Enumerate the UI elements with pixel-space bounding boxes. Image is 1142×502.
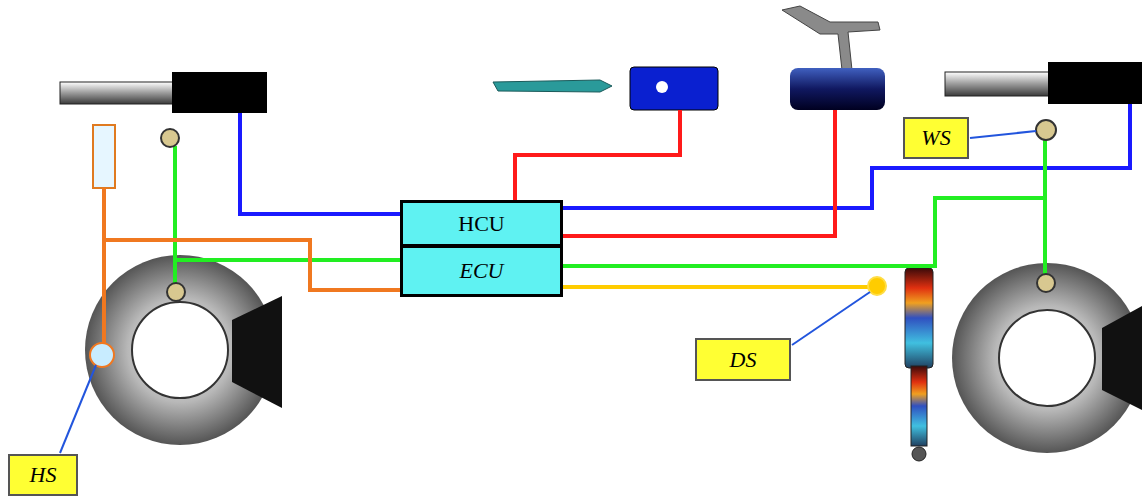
sensor-tag: DS (695, 338, 791, 381)
left-actuator (60, 72, 267, 113)
control-unit-box: ECU (400, 245, 563, 297)
hydraulic-unit-box: HCU (400, 200, 563, 247)
height-sensor-rod (93, 125, 115, 188)
node-label: ECU (460, 258, 504, 284)
leader-lines (60, 131, 1036, 453)
shock-absorber (905, 268, 933, 461)
brake-pedal (782, 6, 885, 110)
sensor-tag: HS (8, 454, 78, 496)
node-label: WS (921, 125, 950, 151)
wiring (104, 104, 1130, 346)
steering-switch (493, 67, 718, 110)
right-actuator (945, 62, 1142, 104)
left-wheel (85, 255, 282, 445)
node-label: HS (30, 462, 57, 488)
node-label: HCU (458, 211, 504, 237)
sensor-tag: WS (903, 117, 969, 159)
right-wheel (952, 263, 1142, 453)
node-label: DS (730, 347, 757, 373)
